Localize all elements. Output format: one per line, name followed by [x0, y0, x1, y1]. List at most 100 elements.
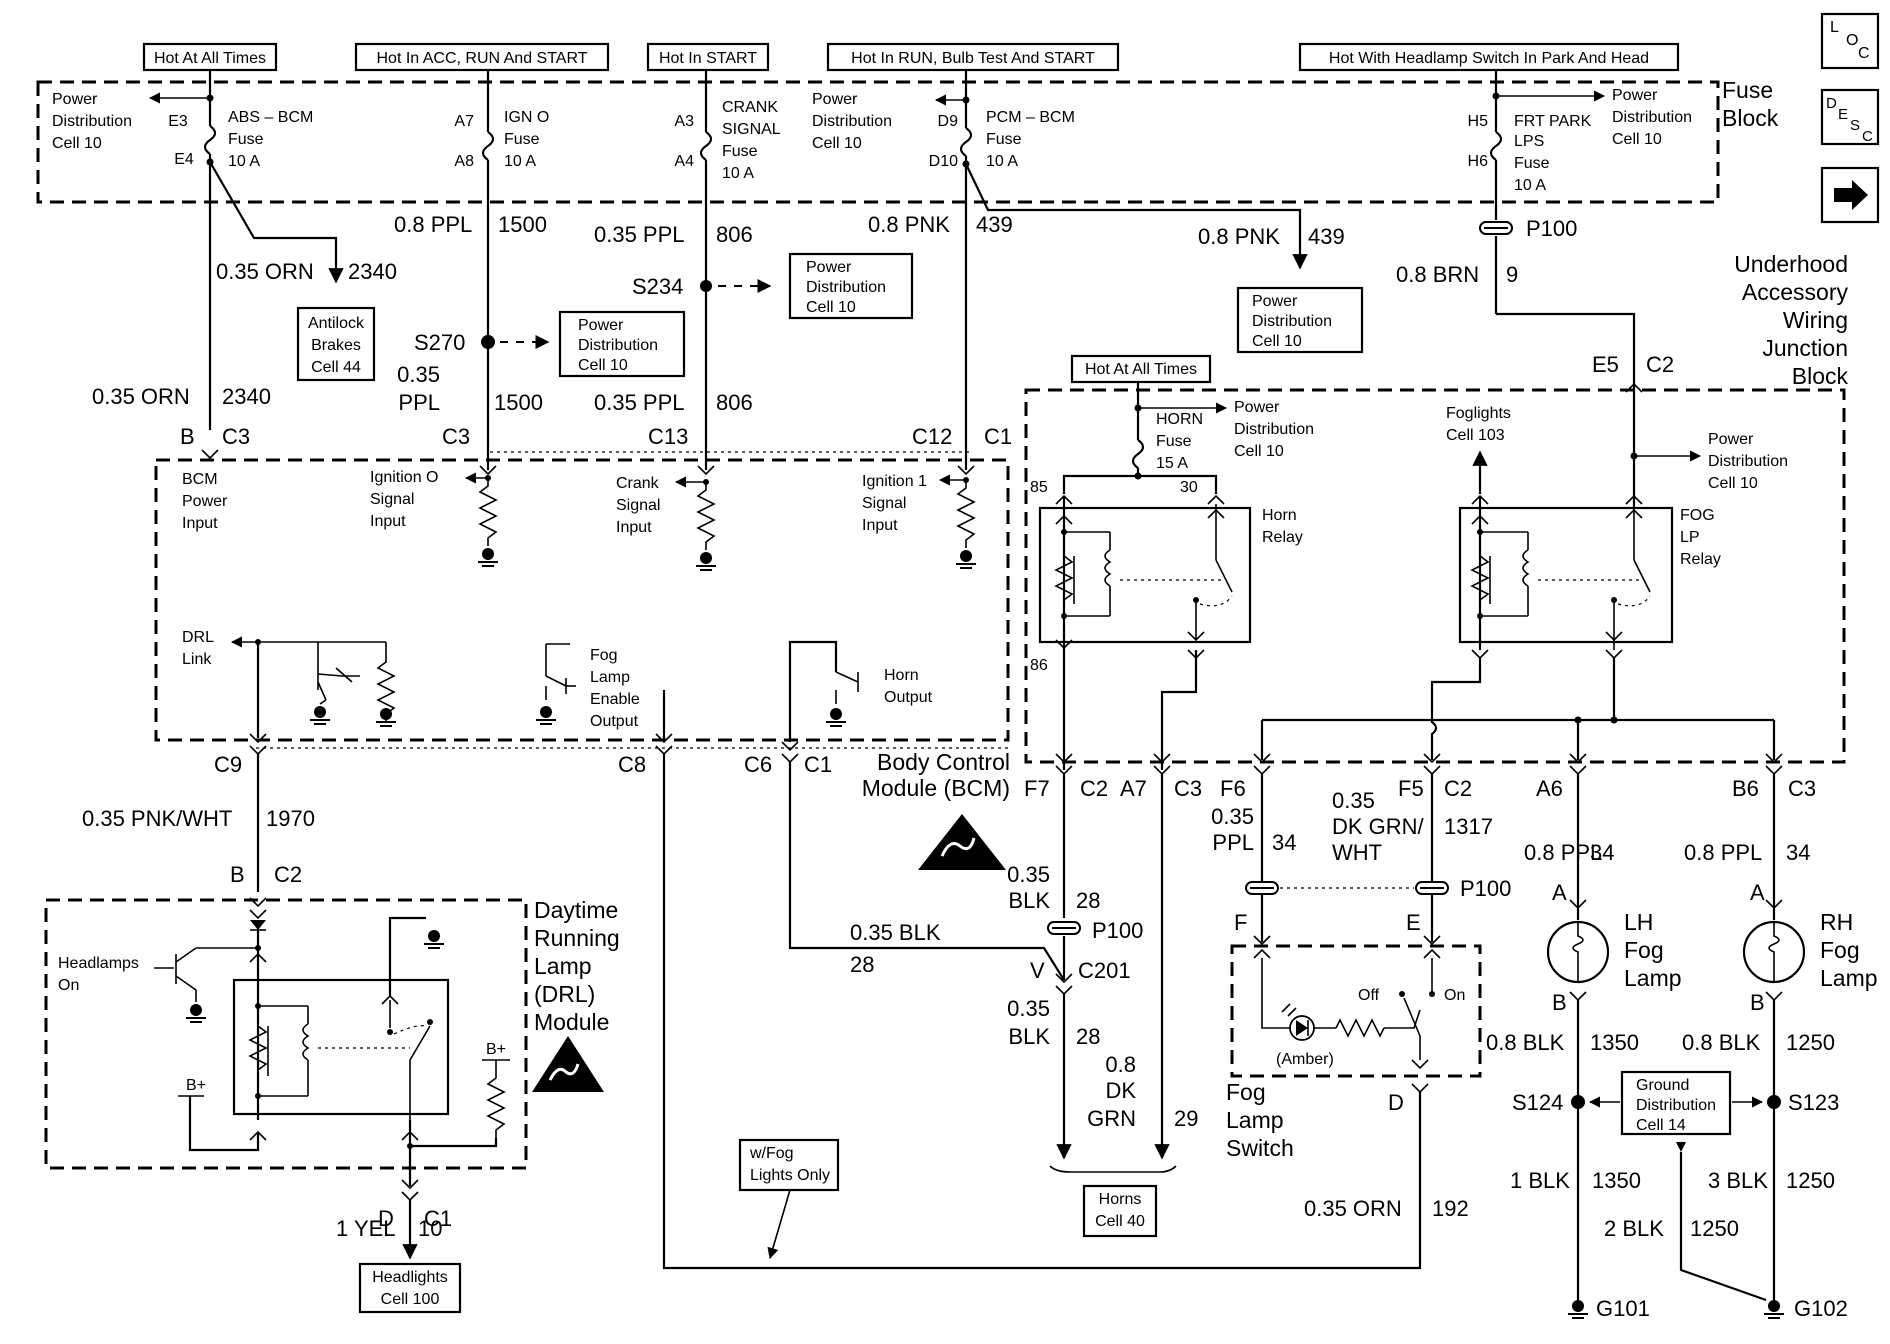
desc-button[interactable]: D E S C	[1820, 88, 1880, 146]
fuse-horn: HORN Fuse 15 A Power Distribution Cell 1…	[1131, 399, 1314, 476]
bcm-horn-output: Horn Output	[788, 640, 933, 742]
ref-pdc-s270[interactable]: Power Distribution Cell 10	[558, 310, 686, 378]
wire-label: 1500	[498, 212, 547, 237]
wire-label: 0.8 PNK	[1198, 224, 1280, 249]
wire-label: PPL	[398, 390, 440, 415]
splice-s123	[1767, 1095, 1781, 1109]
svg-text:Power: Power	[1612, 87, 1658, 104]
svg-text:Switch: Switch	[1226, 1135, 1294, 1161]
connector-label: A7	[1120, 776, 1147, 801]
svg-text:Fuse: Fuse	[1722, 77, 1773, 103]
svg-text:On: On	[1444, 987, 1465, 1004]
connector-label: F7	[1024, 776, 1050, 801]
svg-text:Lamp: Lamp	[1820, 965, 1878, 991]
wire-label: BLK	[1008, 1024, 1050, 1049]
ref-horns[interactable]: Horns Cell 40	[1082, 1184, 1158, 1238]
svg-text:Link: Link	[182, 651, 212, 668]
loc-button[interactable]: L O C	[1820, 12, 1880, 70]
svg-text:Module (BCM): Module (BCM)	[862, 775, 1010, 801]
supply-label-hot-all-times: Hot At All Times	[142, 42, 278, 86]
drl-module: Daytime Running Lamp (DRL) Module	[44, 897, 620, 1170]
connector-label: C2	[1444, 776, 1472, 801]
wire-label: 439	[1308, 224, 1345, 249]
svg-text:LH: LH	[1624, 909, 1653, 935]
svg-text:Cell 10: Cell 10	[1708, 475, 1758, 492]
ujb-title: Underhood Accessory Wiring Junction Bloc…	[1734, 251, 1848, 389]
wire-label: 0.35	[1007, 996, 1050, 1021]
connector-label: C1	[804, 752, 832, 777]
svg-text:Cell 100: Cell 100	[381, 1291, 440, 1308]
horn-relay: Horn Relay	[1038, 494, 1303, 770]
connector-label: C2	[274, 862, 302, 887]
svg-text:Fog: Fog	[1226, 1079, 1266, 1105]
svg-text:A8: A8	[454, 153, 474, 170]
wire-label: 28	[1076, 888, 1100, 913]
wire-label: 0.35 ORN	[1304, 1196, 1402, 1221]
supply-label-hot-acc-run-start: Hot In ACC, RUN And START	[354, 42, 610, 86]
svg-text:P100: P100	[1092, 918, 1143, 943]
connector-label: V	[1030, 958, 1045, 983]
wire-label: 9	[1506, 262, 1518, 287]
wire-label: 34	[1786, 840, 1810, 865]
wire-label: BLK	[1008, 888, 1050, 913]
svg-text:Block: Block	[1792, 363, 1849, 389]
svg-text:IGN O: IGN O	[504, 109, 549, 126]
relay-pin-label: 30	[1180, 479, 1198, 496]
wire-label: 0.35	[1211, 804, 1254, 829]
wire-label: 1317	[1444, 814, 1493, 839]
wire-label: 2340	[348, 259, 397, 284]
svg-text:Block: Block	[1722, 105, 1779, 131]
bcm-drl-link: DRL Link	[182, 629, 397, 738]
next-arrow-button[interactable]	[1820, 166, 1880, 224]
svg-text:Fuse: Fuse	[1514, 155, 1550, 172]
svg-text:Power: Power	[1252, 293, 1298, 310]
drl-headlamps-on-input: Headlamps On	[58, 945, 261, 1023]
wire-label: PPL	[1212, 830, 1254, 855]
connector-label: B	[230, 862, 245, 887]
svg-text:Signal: Signal	[616, 497, 660, 514]
svg-text:Distribution: Distribution	[1636, 1097, 1716, 1114]
bcm-fog-enable-output: Fog Lamp Enable Output	[535, 643, 666, 742]
svg-text:Hot At All Times: Hot At All Times	[1085, 361, 1197, 378]
svg-text:Junction: Junction	[1762, 335, 1848, 361]
wire-label: 1 YEL	[336, 1216, 396, 1241]
svg-text:Off: Off	[1358, 987, 1380, 1004]
ref-headlights[interactable]: Headlights Cell 100	[358, 1262, 462, 1314]
svg-text:A3: A3	[674, 113, 694, 130]
svg-text:Distribution: Distribution	[1252, 313, 1332, 330]
svg-text:LP: LP	[1680, 529, 1700, 546]
svg-text:Running: Running	[534, 925, 620, 951]
svg-text:A7: A7	[454, 113, 474, 130]
ref-pdc-s234[interactable]: Power Distribution Cell 10	[788, 252, 914, 320]
connector-label: C6	[744, 752, 772, 777]
svg-text:Crank: Crank	[616, 475, 660, 492]
svg-text:E4: E4	[174, 151, 194, 168]
svg-text:Body Control: Body Control	[877, 749, 1010, 775]
wire-label: 192	[1432, 1196, 1469, 1221]
svg-text:Distribution: Distribution	[578, 337, 658, 354]
ref-antilock-brakes[interactable]: Antilock Brakes Cell 44	[296, 306, 376, 382]
fog-lamp-switch[interactable]: Off On (Amber)	[1230, 944, 1482, 1078]
connector-label: B	[1750, 990, 1765, 1015]
svg-text:Daytime: Daytime	[534, 897, 618, 923]
lh-fog-lamp: LH Fog Lamp	[1546, 909, 1682, 991]
esd-sensitive-icon	[918, 814, 1006, 870]
connector-label: C2	[1080, 776, 1108, 801]
svg-text:FRT PARK: FRT PARK	[1514, 113, 1592, 130]
connector-label: C13	[648, 424, 688, 449]
svg-text:Distribution: Distribution	[52, 113, 132, 130]
wire-label: 1250	[1786, 1168, 1835, 1193]
svg-text:Hot In START: Hot In START	[659, 50, 757, 67]
svg-text:Distribution: Distribution	[1612, 109, 1692, 126]
svg-text:Power: Power	[52, 91, 98, 108]
ref-pdc-pnk439[interactable]: Power Distribution Cell 10	[1236, 286, 1364, 354]
svg-text:Ignition 1: Ignition 1	[862, 473, 927, 490]
splice-s124	[1571, 1095, 1585, 1109]
connector-label: C1	[984, 424, 1012, 449]
ref-ground-distribution[interactable]: Ground Distribution Cell 14	[1620, 1070, 1732, 1136]
fuse-block: Fuse Block	[36, 77, 1779, 204]
svg-text:Enable: Enable	[590, 691, 640, 708]
wire-label: 0.35 PPL	[594, 390, 685, 415]
bcm-ignition-o-input: Ignition O Signal Input	[370, 465, 499, 567]
svg-text:A4: A4	[674, 153, 694, 170]
